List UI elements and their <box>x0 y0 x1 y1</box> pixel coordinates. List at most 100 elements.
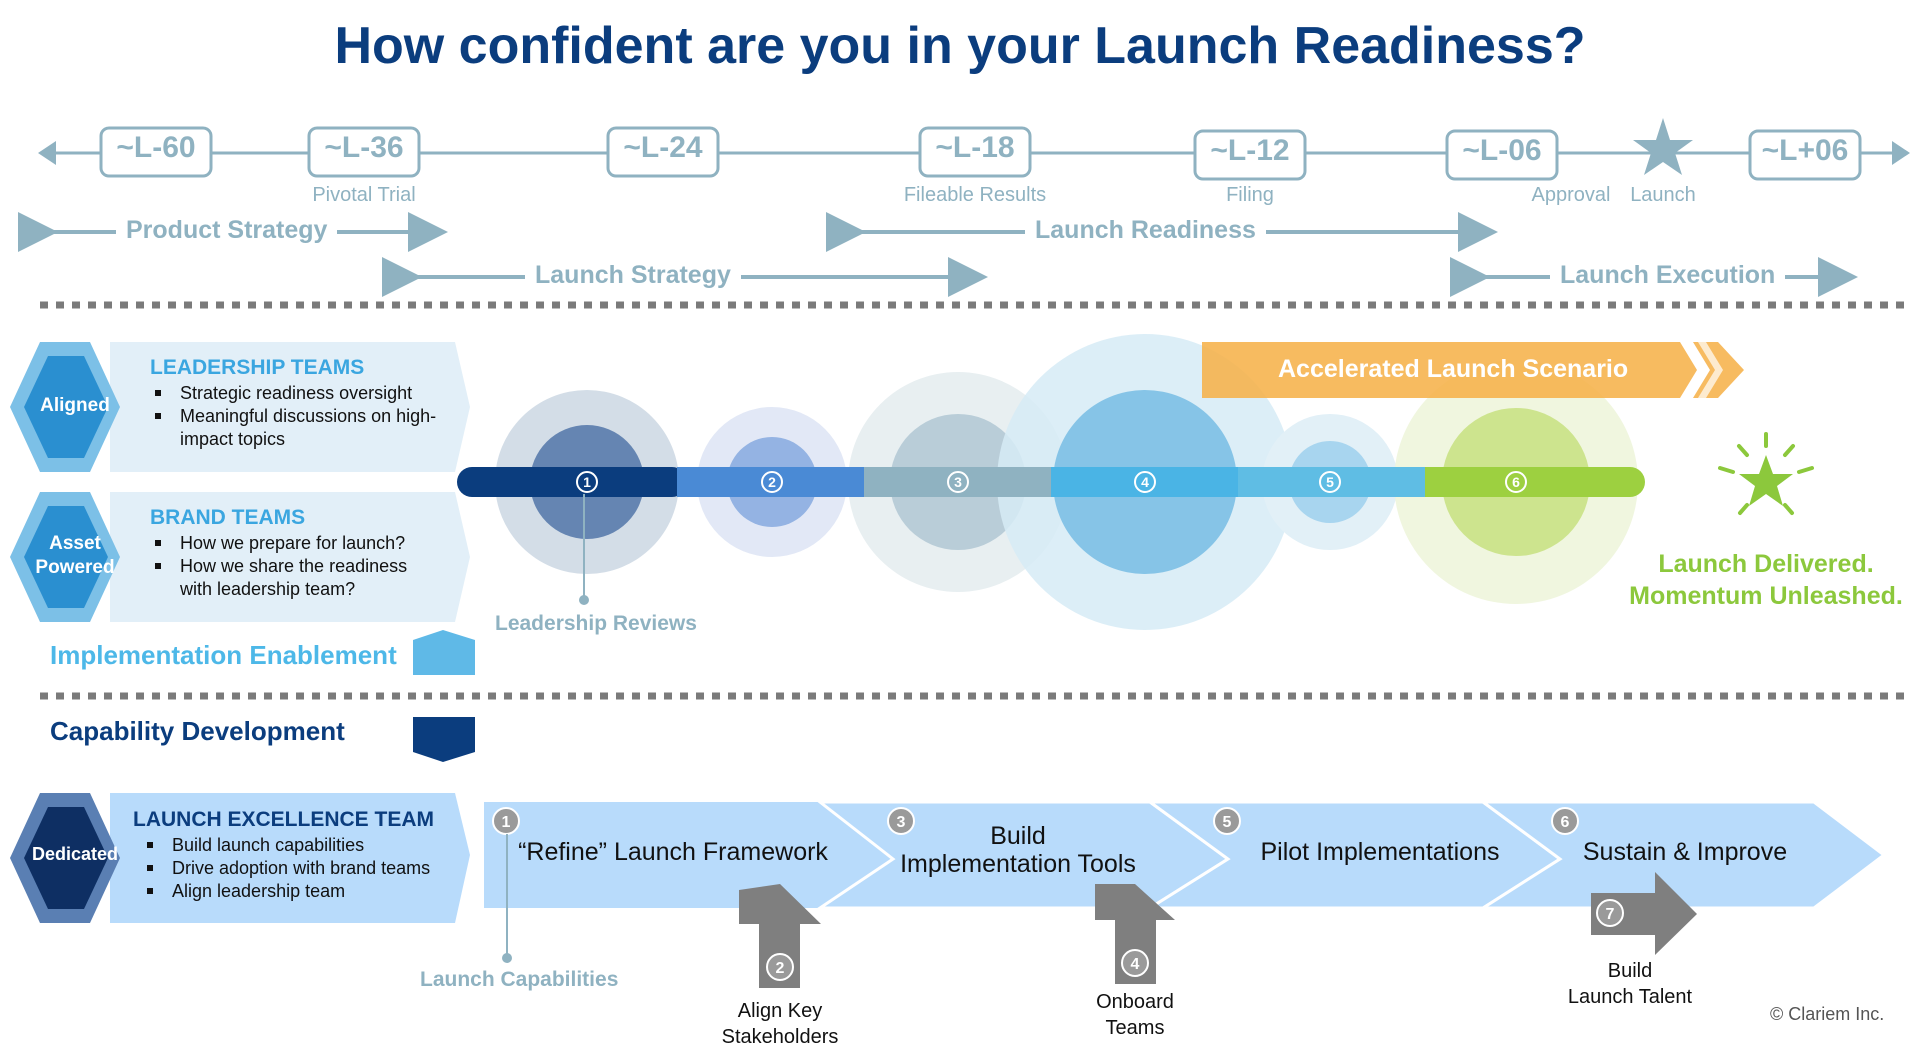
launch-excellence-bullet-1: Build launch capabilities <box>144 834 464 857</box>
ring-1 <box>576 471 598 493</box>
support-arrows <box>739 872 1697 988</box>
launch-excellence-bullet-3: Align leadership team <box>144 880 464 903</box>
milestone-sublabel-2: Pivotal Trial <box>312 184 416 206</box>
step-number-6: 6 <box>1561 814 1570 831</box>
align-line-2: Stakeholders <box>721 1026 839 1048</box>
segment-6-left-fill <box>1425 467 1455 497</box>
step-number-circles <box>492 807 1624 981</box>
milestone-box-3 <box>606 126 720 178</box>
brand-bullet-2: How we share the readiness with leadersh… <box>152 555 442 601</box>
milestone-box-5 <box>1193 129 1307 181</box>
milestone-label-5: ~L-12 <box>1210 134 1290 167</box>
bar-number-rings <box>576 471 1527 493</box>
align-stakeholders-label: Align Key Stakeholders <box>680 998 880 1050</box>
onboard-line-2: Teams <box>1105 1017 1165 1039</box>
ring-3 <box>947 471 969 493</box>
copyright: © Clariem Inc. <box>1770 1004 1885 1024</box>
brand-team-graphic <box>10 492 470 622</box>
step-circle-4 <box>1121 949 1149 977</box>
step-3-line-1: Build <box>990 822 1046 850</box>
step-number-4: 4 <box>1131 956 1140 973</box>
bar-number-2: 2 <box>768 474 776 490</box>
phase-launch-strategy: Launch Strategy <box>525 261 741 290</box>
onboard-arrow-icon <box>1095 884 1175 984</box>
ring-5 <box>1319 471 1341 493</box>
asset-powered-line-1: Asset <box>49 533 101 554</box>
segment-6 <box>1425 467 1645 497</box>
milestone-boxes <box>99 126 1862 181</box>
milestone-sublabel-4: Fileable Results <box>903 184 1047 206</box>
launch-excellence-bullet-2: Drive adoption with brand teams <box>144 857 464 880</box>
bar-number-5: 5 <box>1326 474 1334 490</box>
launch-delivered-star-icon <box>1718 432 1814 515</box>
capability-development-label: Capability Development <box>50 716 345 746</box>
step-6-text: Sustain & Improve <box>1582 838 1788 866</box>
brand-panel <box>110 492 470 622</box>
aligned-badge-label: Aligned <box>40 395 110 416</box>
ring-2 <box>761 471 783 493</box>
milestone-sublabel-6: Approval <box>1531 184 1611 206</box>
phase-launch-readiness: Launch Readiness <box>1025 216 1266 245</box>
talent-arrow-icon <box>1591 872 1697 955</box>
leadership-teams-title: LEADERSHIP TEAMS <box>150 356 365 379</box>
aligned-hex-inner <box>24 356 108 458</box>
milestone-label-6: ~L-06 <box>1462 134 1542 167</box>
leadership-reviews-dot <box>579 595 589 605</box>
bar-number-3: 3 <box>954 474 962 490</box>
asset-powered-badge-label: Asset Powered <box>10 532 140 580</box>
accelerated-label: Accelerated Launch Scenario <box>1278 355 1629 383</box>
accelerated-arrow-body <box>1202 342 1744 398</box>
step-number-7: 7 <box>1606 906 1615 923</box>
milestone-box-4 <box>918 126 1032 178</box>
dedicated-badge-label: Dedicated <box>31 844 119 864</box>
milestone-box-1 <box>99 126 213 178</box>
milestone-sublabel-5: Filing <box>1226 184 1274 206</box>
milestone-label-4: ~L-18 <box>935 131 1015 164</box>
step-number-5: 5 <box>1223 814 1232 831</box>
leadership-bullet-2: Meaningful discussions on high-impact to… <box>152 405 452 451</box>
launch-excellence-graphic <box>10 793 470 923</box>
launch-star-icon <box>1633 118 1693 175</box>
progress-bar <box>457 467 1645 497</box>
step-numbers: 1 3 5 6 2 4 7 <box>502 814 1615 977</box>
bar-numbers: 1 2 3 4 5 6 <box>583 474 1520 490</box>
timeline-left-arrowhead <box>38 141 56 165</box>
milestone-label-1: ~L-60 <box>116 131 196 164</box>
accelerated-chevron-2 <box>1698 342 1723 398</box>
milestone-label-7: ~L+06 <box>1761 134 1849 167</box>
align-line-1: Align Key <box>737 1000 823 1022</box>
accelerated-chevron-1 <box>1680 342 1710 398</box>
milestone-label-2: ~L-36 <box>324 131 404 164</box>
launch-excellence-bullets: Build launch capabilities Drive adoption… <box>144 834 464 903</box>
milestone-box-6 <box>1445 129 1559 181</box>
milestone-box-2 <box>307 126 421 178</box>
leadership-panel <box>110 342 470 472</box>
step-number-1: 1 <box>502 814 511 831</box>
chevron-step-1 <box>484 802 893 908</box>
page-title: How confident are you in your Launch Rea… <box>334 17 1586 75</box>
milestone-box-7 <box>1748 129 1862 181</box>
implementation-enablement-label: Implementation Enablement <box>50 640 397 670</box>
step-circle-6 <box>1551 807 1579 835</box>
step-circle-7 <box>1596 899 1624 927</box>
step-number-2: 2 <box>776 960 785 977</box>
onboard-teams-label: Onboard Teams <box>1035 989 1235 1041</box>
ring-6 <box>1505 471 1527 493</box>
leadership-bullet-1: Strategic readiness oversight <box>152 382 452 405</box>
bar-number-1: 1 <box>583 474 591 490</box>
leadership-bullets: Strategic readiness oversight Meaningful… <box>152 382 452 451</box>
step-1-text: “Refine” Launch Framework <box>518 838 828 866</box>
segment-1 <box>457 467 687 497</box>
launch-excellence-panel <box>110 793 470 923</box>
launch-capabilities-label: Launch Capabilities <box>420 968 619 991</box>
brand-teams-title: BRAND TEAMS <box>150 506 306 529</box>
timeline-right-arrowhead <box>1892 141 1910 165</box>
align-arrow-icon <box>739 884 821 988</box>
launch-label: Launch <box>1630 184 1696 206</box>
implementation-marker-icon <box>413 630 475 675</box>
milestone-label-3: ~L-24 <box>623 131 703 164</box>
leadership-reviews-label: Leadership Reviews <box>495 612 697 635</box>
phase-launch-execution: Launch Execution <box>1550 261 1786 290</box>
brand-bullet-1: How we prepare for launch? <box>152 532 442 555</box>
